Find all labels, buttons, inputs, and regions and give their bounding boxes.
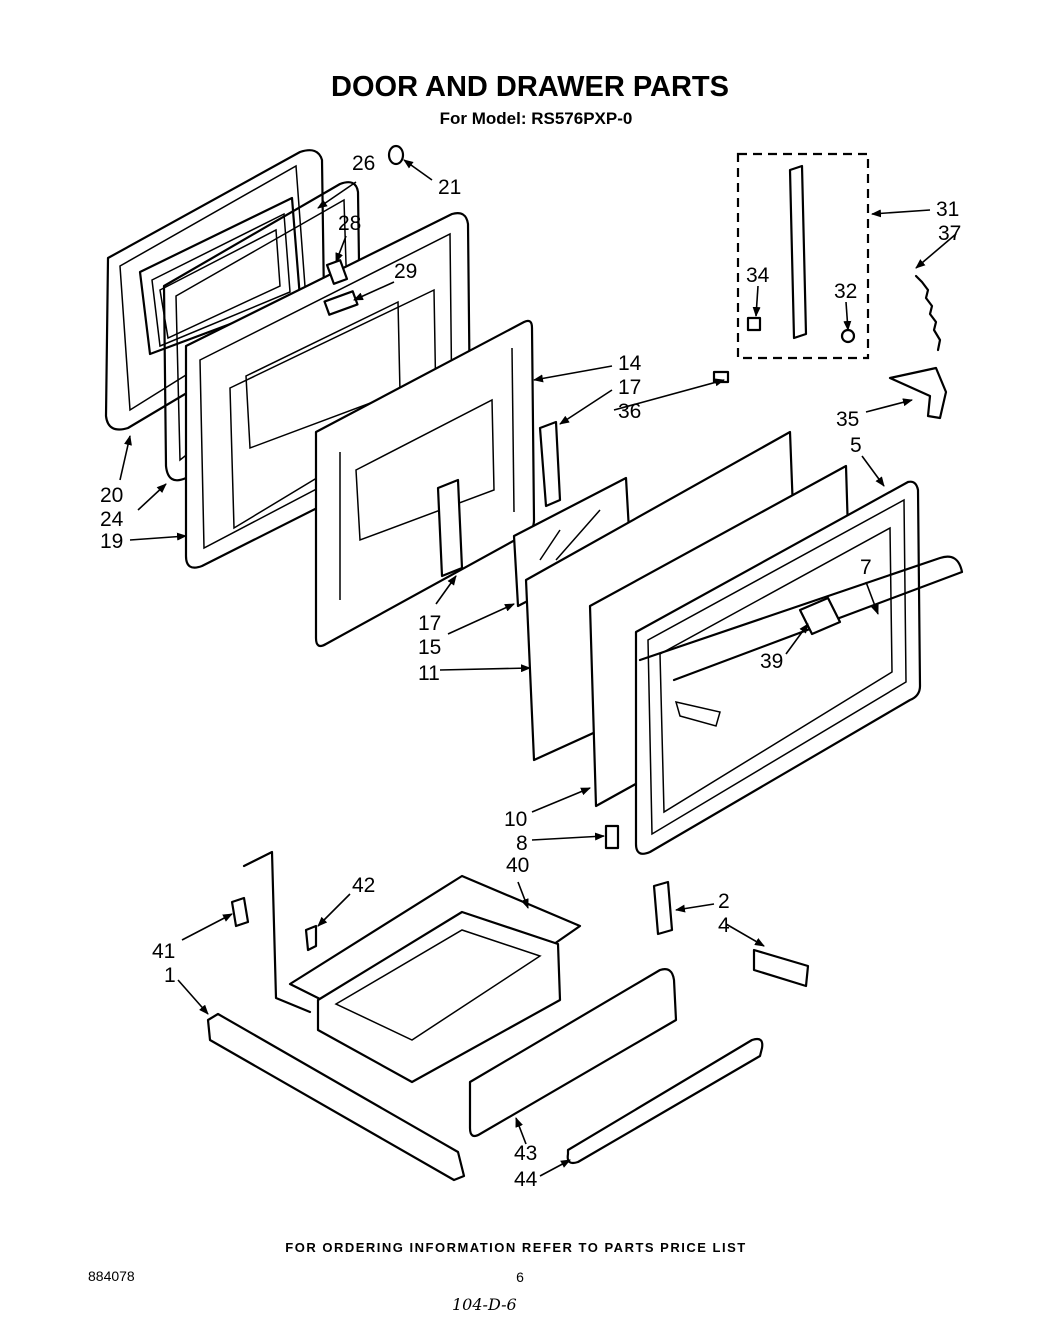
label-5: 5	[850, 434, 862, 457]
part-41-clip	[230, 896, 250, 928]
ordering-note: FOR ORDERING INFORMATION REFER TO PARTS …	[285, 1240, 746, 1255]
model-subtitle: For Model: RS576PXP-0	[440, 109, 633, 128]
part-5-outer-door	[634, 480, 922, 855]
part-8-hinge-pin	[604, 824, 620, 850]
label-44: 44	[514, 1168, 538, 1191]
page-number: 6	[516, 1269, 524, 1285]
label-29: 29	[394, 260, 417, 283]
label-40: 40	[506, 854, 529, 877]
label-14: 14	[618, 352, 642, 375]
part-1-rail	[206, 1012, 466, 1182]
page-title: DOOR AND DRAWER PARTS	[331, 71, 729, 103]
label-10: 10	[504, 808, 527, 831]
part-7-handle	[638, 555, 964, 682]
handwritten-note: 104-D-6	[452, 1295, 517, 1314]
label-26: 26	[352, 152, 375, 175]
part-labels: 21 26 28 29 14 17 36 20 24 19 17 15 11 1…	[100, 152, 961, 1191]
label-32: 32	[834, 280, 857, 303]
part-34-hinge-block	[746, 316, 762, 332]
inner-door-frame	[314, 319, 536, 648]
part-17-hinge-bracket-left	[436, 478, 464, 578]
part-40-drawer-pan	[288, 874, 582, 1084]
part-37-spring	[914, 274, 942, 352]
leader-lines	[119, 159, 957, 1177]
label-37: 37	[938, 222, 961, 245]
label-34: 34	[746, 264, 770, 287]
label-41: 41	[152, 940, 175, 963]
label-17-lower: 17	[418, 612, 441, 635]
label-24: 24	[100, 508, 124, 531]
label-19: 19	[100, 530, 123, 553]
label-28: 28	[338, 212, 361, 235]
label-11: 11	[418, 662, 440, 685]
drawer-side-rail	[242, 850, 312, 1014]
label-42: 42	[352, 874, 375, 897]
part-31-hinge-assembly-box	[736, 152, 870, 360]
label-43: 43	[514, 1142, 537, 1165]
label-17-upper: 17	[618, 376, 641, 399]
part-35-hinge-lever	[888, 366, 948, 420]
part-32-hinge-roller	[840, 328, 856, 344]
label-2: 2	[718, 890, 730, 913]
label-20: 20	[100, 484, 123, 507]
part-2-slide-bracket	[652, 880, 674, 936]
part-44-drawer-trim	[566, 1037, 764, 1165]
part-17-hinge-bracket-right	[538, 420, 562, 508]
label-31: 31	[936, 198, 959, 221]
part-28-clip	[325, 259, 349, 285]
label-39: 39	[760, 650, 783, 673]
label-1: 1	[164, 964, 176, 987]
part-43-drawer-front	[468, 968, 678, 1138]
part-31-hinge-arm	[788, 164, 808, 340]
label-4: 4	[718, 914, 730, 937]
part-21-plug	[387, 144, 405, 166]
label-21: 21	[438, 176, 461, 199]
label-36: 36	[618, 400, 641, 423]
part-42-screw	[304, 924, 318, 952]
label-8: 8	[516, 832, 528, 855]
part-4-slide-guide	[752, 948, 810, 988]
document-number: 884078	[88, 1268, 135, 1284]
label-35: 35	[836, 408, 859, 431]
label-7: 7	[860, 556, 872, 579]
label-15: 15	[418, 636, 441, 659]
